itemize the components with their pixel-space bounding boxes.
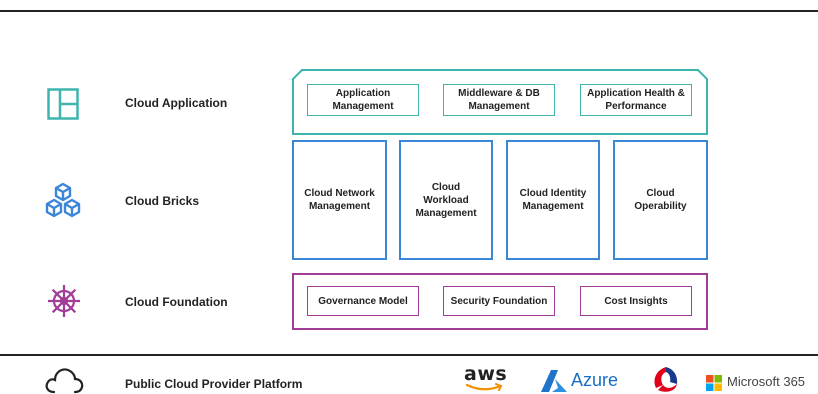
cloud-operability-box: Cloud Operability: [613, 140, 708, 260]
application-management-box: Application Management: [307, 84, 419, 116]
cloud-identity-management-box: Cloud Identity Management: [506, 140, 600, 260]
aws-smile-icon: [465, 383, 503, 391]
azure-a-icon: [541, 370, 567, 392]
microsoft-365-logo: Microsoft 365: [706, 374, 816, 392]
cloud-icon: [45, 368, 84, 394]
application-health-performance-box: Application Health & Performance: [580, 84, 692, 116]
middleware-db-management-box: Middleware & DB Management: [443, 84, 555, 116]
top-divider: [0, 10, 818, 12]
cloud-application-label: Cloud Application: [125, 96, 228, 110]
aws-logo: aws: [464, 364, 508, 394]
security-foundation-box: Security Foundation: [443, 286, 555, 316]
cloud-foundation-label: Cloud Foundation: [125, 295, 228, 309]
helm-wheel-icon: [48, 285, 80, 317]
cloud-application-frame: [292, 69, 708, 135]
cloud-workload-management-box: Cloud Workload Management: [399, 140, 493, 260]
azure-logo: Azure: [540, 368, 630, 394]
cloud-bricks-label: Cloud Bricks: [125, 194, 200, 208]
cubes-icon: [45, 182, 81, 218]
governance-model-box: Governance Model: [307, 286, 419, 316]
layout-panels-icon: [47, 88, 79, 120]
cost-insights-box: Cost Insights: [580, 286, 692, 316]
cloud-foundation-frame: [292, 273, 708, 330]
public-cloud-provider-label: Public Cloud Provider Platform: [125, 377, 303, 391]
microsoft-windows-icon: [706, 375, 722, 391]
swisscom-logo-icon: [654, 367, 678, 392]
cloud-network-management-box: Cloud Network Management: [292, 140, 387, 260]
bottom-divider: [0, 354, 818, 356]
